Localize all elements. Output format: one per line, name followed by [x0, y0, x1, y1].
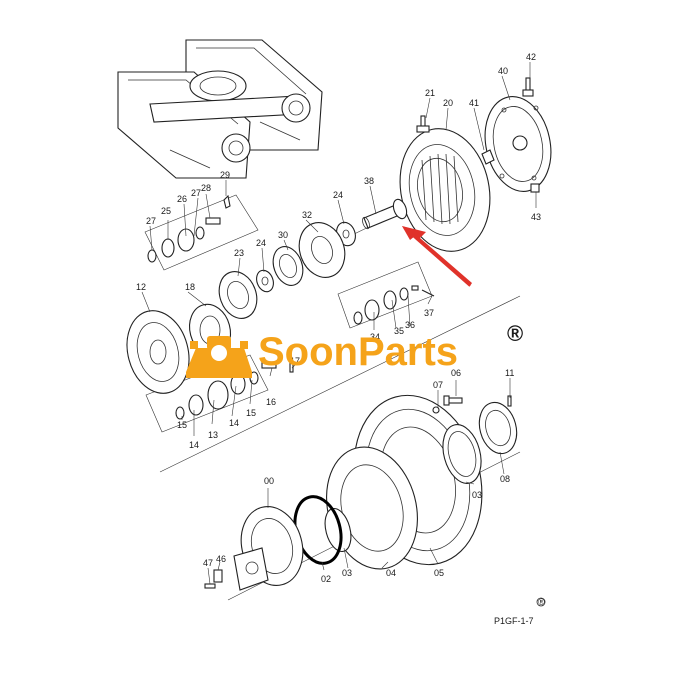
bolt-06	[443, 395, 463, 406]
label-35: 35	[394, 326, 404, 336]
label-32: 32	[302, 210, 312, 220]
label-16: 16	[266, 397, 276, 407]
shaft-38	[362, 198, 408, 230]
carrier-32	[298, 222, 346, 278]
label-14a: 14	[229, 418, 239, 428]
label-34: 34	[370, 332, 380, 342]
label-20: 20	[443, 98, 453, 108]
plug-41	[481, 149, 495, 165]
figure-code-block: ® P1GF-1-7	[494, 597, 546, 626]
part-labels: 42 40 41 21 20 43 38 24 32 30 24 23 29 2…	[136, 52, 541, 584]
plug-43	[530, 183, 540, 193]
registered-mark: ®	[507, 321, 523, 346]
label-42: 42	[526, 52, 536, 62]
floating-seal-08	[478, 401, 518, 455]
bearing-30	[272, 246, 304, 286]
hub-20	[399, 128, 491, 252]
plug-46-47	[204, 569, 223, 589]
label-21: 21	[425, 88, 435, 98]
label-25: 25	[161, 206, 171, 216]
travel-motor-00	[233, 506, 304, 591]
label-08: 08	[500, 474, 510, 484]
gear-23	[218, 271, 258, 319]
label-24a: 24	[333, 190, 343, 200]
label-28: 28	[201, 183, 211, 193]
label-17: 17	[290, 356, 300, 366]
figure-code: P1GF-1-7	[494, 616, 534, 626]
label-47: 47	[203, 558, 213, 568]
label-02: 02	[321, 574, 331, 584]
label-37: 37	[424, 308, 434, 318]
label-11: 11	[505, 368, 514, 378]
planet-set-upper	[147, 194, 231, 263]
label-30: 30	[278, 230, 288, 240]
track-frame-illustration	[117, 39, 323, 179]
bolt-42	[522, 77, 534, 97]
red-arrow	[402, 226, 472, 287]
label-27a: 27	[191, 188, 201, 198]
brand-name: SoonParts	[258, 330, 458, 374]
label-36: 36	[405, 320, 415, 330]
label-29: 29	[220, 170, 230, 180]
label-27b: 27	[146, 216, 156, 226]
label-38: 38	[364, 176, 374, 186]
label-05: 05	[434, 568, 444, 578]
label-15b: 15	[177, 420, 187, 430]
cover-plate-40	[484, 96, 552, 192]
washer-07	[432, 406, 440, 414]
label-14b: 14	[189, 440, 199, 450]
label-40: 40	[498, 66, 508, 76]
label-41: 41	[469, 98, 479, 108]
soonparts-logo: SoonParts ®	[186, 321, 523, 378]
label-24b: 24	[256, 238, 266, 248]
registered-mark-small: ®	[538, 597, 545, 607]
label-03a: 03	[472, 490, 482, 500]
label-00: 00	[264, 476, 274, 486]
label-03b: 03	[342, 568, 352, 578]
label-26: 26	[177, 194, 187, 204]
label-23: 23	[234, 248, 244, 258]
washer-24b	[256, 269, 274, 293]
bolt-21	[416, 115, 430, 133]
label-15a: 15	[246, 408, 256, 418]
planet-set-mid	[353, 285, 435, 325]
pin-11	[507, 395, 512, 407]
label-46: 46	[216, 554, 226, 564]
label-43: 43	[531, 212, 541, 222]
label-12: 12	[136, 282, 146, 292]
label-13: 13	[208, 430, 218, 440]
ring-gear-12	[126, 310, 190, 394]
label-04: 04	[386, 568, 396, 578]
label-18: 18	[185, 282, 195, 292]
label-06: 06	[451, 368, 461, 378]
gear-logo-icon	[186, 336, 252, 378]
label-07: 07	[433, 380, 443, 390]
leader-lines	[141, 62, 537, 585]
